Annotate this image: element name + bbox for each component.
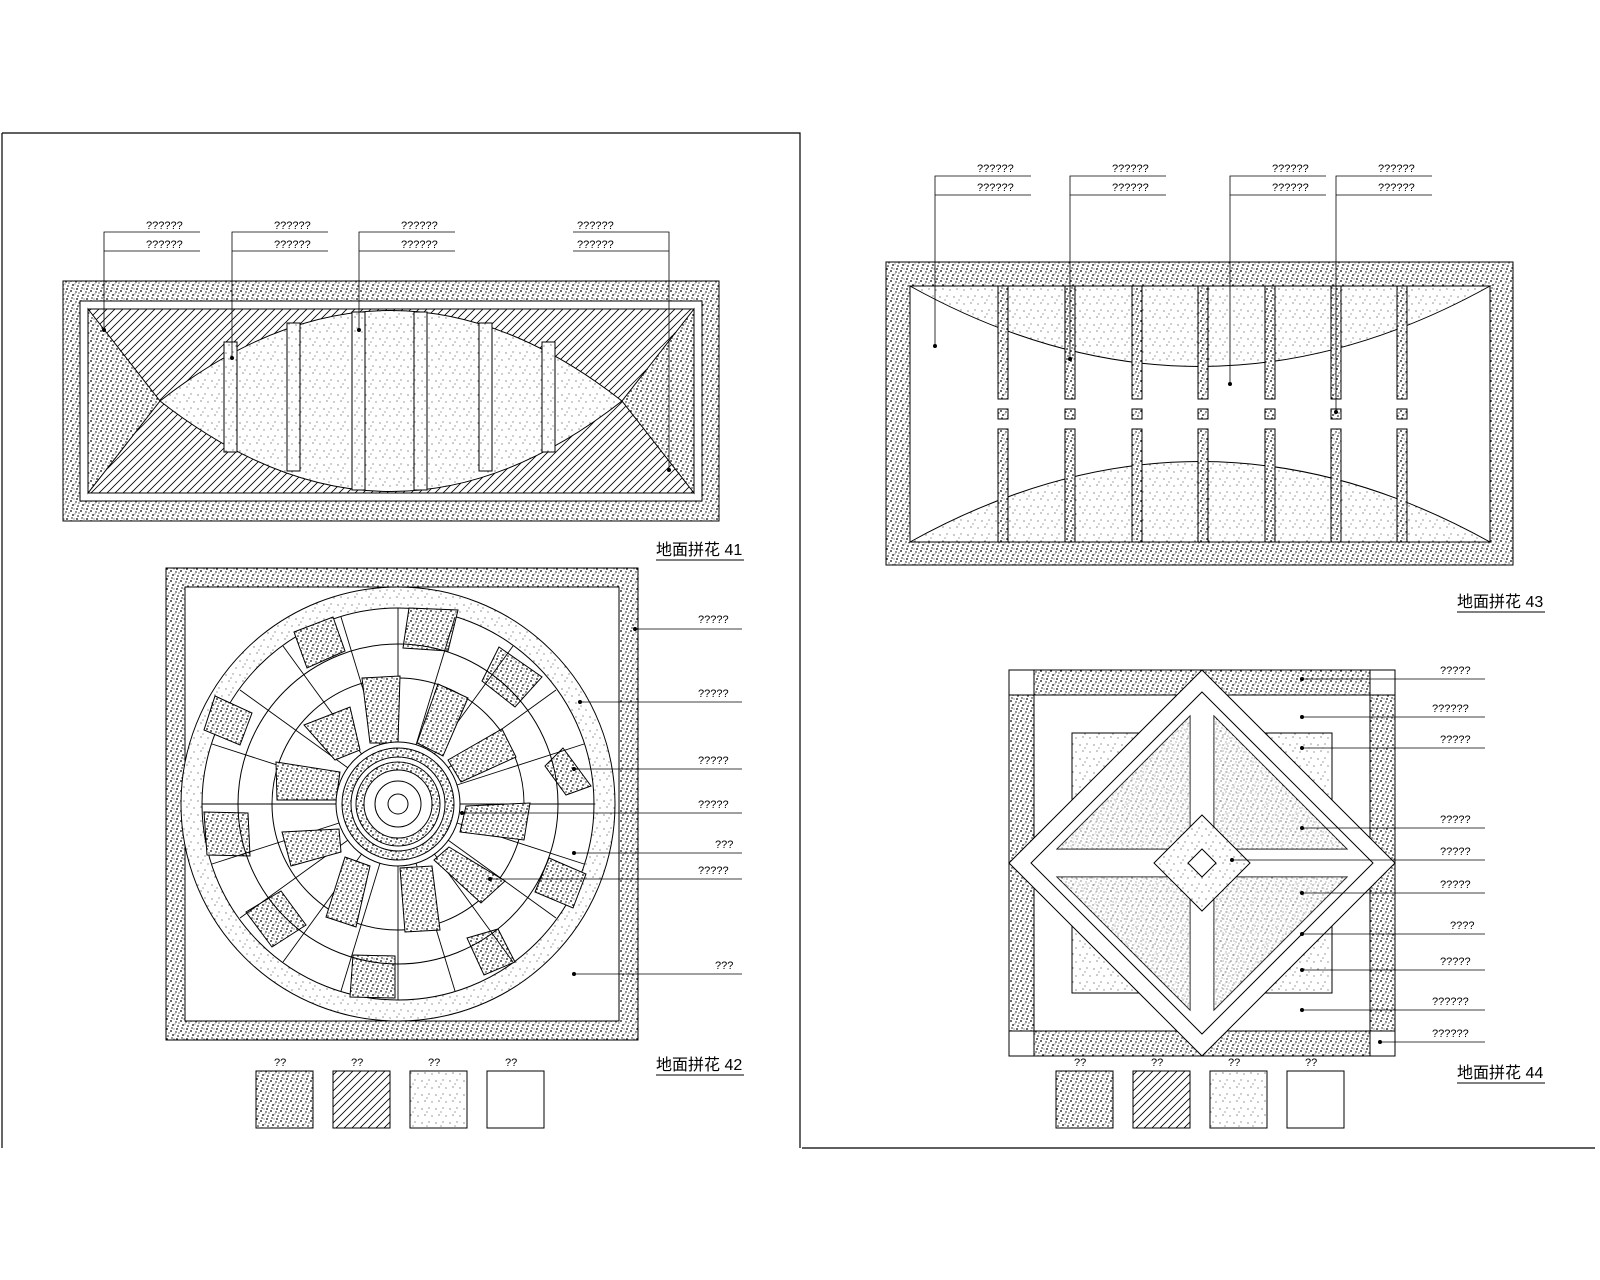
label-44-9: ?????? — [1432, 996, 1469, 1008]
label-43-2a: ?????? — [1112, 163, 1149, 175]
label-41-1b: ?????? — [146, 239, 183, 251]
label-44-4: ????? — [1440, 814, 1471, 826]
label-42-6: ????? — [698, 865, 729, 877]
legend-44-label-3: ?? — [1228, 1057, 1240, 1069]
legend-44: ?? ?? ?? ?? — [1055, 1057, 1345, 1129]
legend-label-1: ?? — [274, 1057, 286, 1069]
label-41-2a: ?????? — [274, 220, 311, 232]
callout-labels-41: ?????? ?????? ?????? ?????? ?????? ?????… — [146, 220, 614, 251]
title-43: 地面拼花 43 — [1457, 593, 1543, 611]
label-43-1b: ?????? — [977, 182, 1014, 194]
label-44-7: ???? — [1450, 920, 1474, 932]
label-41-4b: ?????? — [577, 239, 614, 251]
title-42: 地面拼花 42 — [656, 1056, 742, 1074]
outer-ring-blocks-42 — [203, 607, 592, 999]
label-43-4a: ?????? — [1378, 163, 1415, 175]
strip-bands-41 — [223, 311, 556, 491]
legend-swatch-hatch — [332, 1070, 391, 1129]
legend-label-2: ?? — [351, 1057, 363, 1069]
quadrant-speckle-44 — [1057, 716, 1347, 1010]
label-44-8: ????? — [1440, 956, 1471, 968]
label-44-2: ?????? — [1432, 703, 1469, 715]
floor-pattern-42 — [165, 567, 639, 1041]
label-44-10: ?????? — [1432, 1028, 1469, 1040]
legend-44-label-1: ?? — [1074, 1057, 1086, 1069]
sheet-frame-left — [1, 132, 801, 1148]
title-44: 地面拼花 44 — [1457, 1064, 1543, 1082]
label-42-3: ????? — [698, 755, 729, 767]
label-41-3a: ?????? — [401, 220, 438, 232]
callout-lines-43 — [934, 175, 1432, 412]
callout-dots-43 — [933, 344, 1338, 414]
legend-swatch-dense — [255, 1070, 314, 1129]
callout-labels-44: ????? ?????? ????? ????? ????? ????? ???… — [1432, 665, 1474, 1040]
callout-dots-44 — [1230, 677, 1382, 1044]
inner-tiles-42 — [275, 675, 531, 933]
floor-pattern-44 — [1008, 669, 1396, 1057]
legend-44-swatch-dense — [1055, 1070, 1114, 1129]
label-44-5: ????? — [1440, 846, 1471, 858]
label-42-2: ????? — [698, 688, 729, 700]
center-medallion-42 — [335, 741, 461, 867]
label-43-3b: ?????? — [1272, 182, 1309, 194]
label-42-4: ????? — [698, 799, 729, 811]
legend-44-label-4: ?? — [1305, 1057, 1317, 1069]
legend-42: ?? ?? ?? ?? — [255, 1057, 545, 1129]
floor-pattern-43 — [885, 261, 1514, 566]
legend-swatch-plain — [486, 1070, 545, 1129]
label-43-2b: ?????? — [1112, 182, 1149, 194]
callout-lines-42 — [462, 628, 742, 975]
legend-swatch-light — [409, 1070, 468, 1129]
label-42-5: ??? — [715, 839, 733, 851]
label-41-4a: ?????? — [577, 220, 614, 232]
callout-dots-41 — [102, 328, 671, 472]
label-43-4b: ?????? — [1378, 182, 1415, 194]
label-41-3b: ?????? — [401, 239, 438, 251]
legend-label-4: ?? — [505, 1057, 517, 1069]
label-42-7: ??? — [715, 960, 733, 972]
callout-lines-44 — [1232, 678, 1485, 1043]
callout-dots-42 — [460, 627, 637, 976]
legend-44-swatch-light — [1209, 1070, 1268, 1129]
callout-labels-43: ?????? ?????? ?????? ?????? ?????? ?????… — [977, 163, 1415, 194]
label-43-3a: ?????? — [1272, 163, 1309, 175]
title-41: 地面拼花 41 — [656, 541, 742, 559]
label-44-1: ????? — [1440, 665, 1471, 677]
floor-pattern-41 — [62, 280, 720, 522]
legend-44-swatch-plain — [1286, 1070, 1345, 1129]
label-44-6: ????? — [1440, 879, 1471, 891]
label-41-2b: ?????? — [274, 239, 311, 251]
legend-44-label-2: ?? — [1151, 1057, 1163, 1069]
label-43-1a: ?????? — [977, 163, 1014, 175]
label-41-1a: ?????? — [146, 220, 183, 232]
callout-lines-41 — [103, 231, 670, 470]
legend-label-3: ?? — [428, 1057, 440, 1069]
label-42-1: ????? — [698, 614, 729, 626]
callout-labels-42: ????? ????? ????? ????? ??? ????? ??? — [698, 614, 733, 972]
legend-44-swatch-hatch — [1132, 1070, 1191, 1129]
label-44-3: ????? — [1440, 734, 1471, 746]
